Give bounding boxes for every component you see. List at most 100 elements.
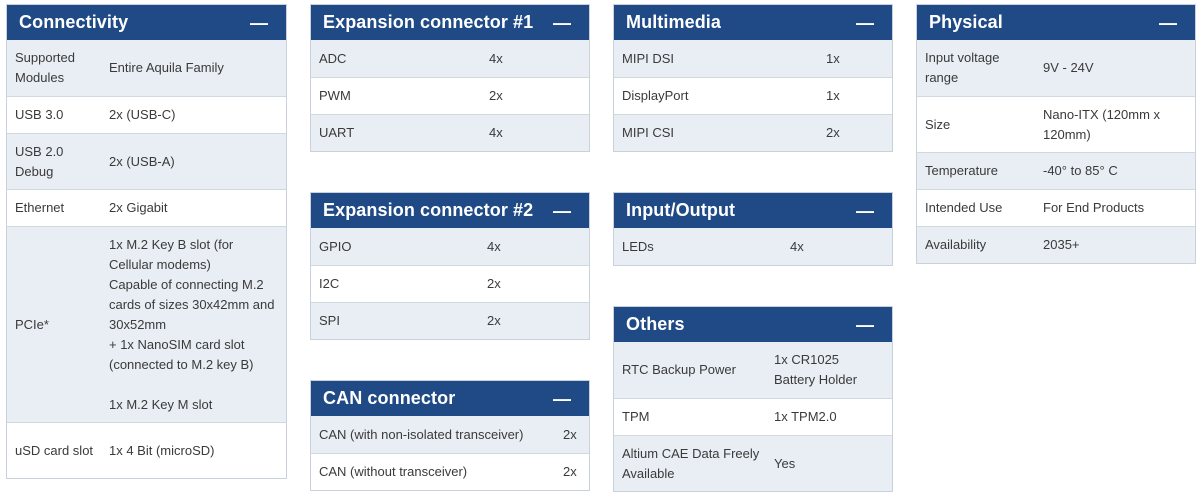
others-header[interactable]: Others —: [614, 307, 892, 342]
spec-row: Input voltage range 9V - 24V: [917, 40, 1195, 96]
spec-row: I2C 2x: [311, 265, 589, 302]
spec-label: Availability: [925, 237, 987, 252]
spec-value: Nano-ITX (120mm x 120mm): [1043, 106, 1161, 142]
spec-label: Input voltage range: [925, 50, 1000, 85]
multimedia-header[interactable]: Multimedia —: [614, 5, 892, 40]
spec-row: Temperature -40° to 85° C: [917, 152, 1195, 189]
spec-label: Supported Modules: [15, 50, 75, 85]
spec-label: CAN (without transceiver): [319, 464, 468, 479]
card-title: Expansion connector #1: [323, 12, 534, 32]
spec-value: 1x: [826, 88, 840, 103]
spec-label: uSD card slot: [15, 442, 94, 458]
spec-value: 2x: [563, 464, 577, 479]
spec-row: CAN (without transceiver) 2x: [311, 453, 589, 490]
spec-row: LEDs 4x: [614, 228, 892, 265]
spec-row: ADC 4x: [311, 40, 589, 77]
spec-value: Entire Aquila Family: [109, 60, 224, 75]
collapse-icon[interactable]: —: [1159, 12, 1177, 33]
spec-value: 1x TPM2.0: [774, 409, 837, 424]
spec-row: USB 2.0 Debug 2x (USB-A): [7, 133, 286, 189]
spec-value: 9V - 24V: [1043, 60, 1094, 75]
spec-label: TPM: [622, 409, 650, 424]
spec-row: MIPI DSI 1x: [614, 40, 892, 77]
collapse-icon[interactable]: —: [553, 12, 571, 33]
card-title: CAN connector: [323, 388, 456, 408]
spec-row: PCIe*1x M.2 Key B slot (for Cellular mod…: [7, 226, 286, 422]
card-title: Expansion connector #2: [323, 200, 534, 220]
collapse-icon[interactable]: —: [250, 12, 268, 33]
spec-label: UART: [319, 125, 355, 140]
spec-label: Altium CAE Data Freely Available: [622, 445, 760, 481]
spec-label: Temperature: [925, 163, 998, 178]
expansion-connector-2-header[interactable]: Expansion connector #2 —: [311, 193, 589, 228]
can-connector-header[interactable]: CAN connector —: [311, 381, 589, 416]
spec-row: Ethernet 2x Gigabit: [7, 189, 286, 226]
spec-value: 2x: [487, 276, 501, 291]
spec-value: Yes: [774, 455, 796, 471]
physical-card: Physical — Input voltage range 9V - 24V Size…: [916, 4, 1196, 264]
spec-label: USB 2.0 Debug: [15, 143, 64, 179]
spec-value: 2x Gigabit: [109, 200, 168, 215]
spec-label: MIPI DSI: [622, 50, 675, 66]
spec-label: Ethernet: [15, 200, 65, 215]
spec-label: Intended Use: [925, 200, 1003, 215]
connectivity-header[interactable]: Connectivity —: [7, 5, 286, 40]
spec-row: Supported Modules Entire Aquila Family: [7, 40, 286, 96]
input-output-card: Input/Output — LEDs 4x: [613, 192, 893, 266]
spec-label: ADC: [319, 50, 347, 66]
spec-label: DisplayPort: [622, 88, 689, 103]
card-title: Physical: [929, 12, 1003, 32]
spec-value: 2x: [487, 313, 501, 328]
spec-row: PWM 2x: [311, 77, 589, 114]
spec-row: Intended Use For End Products: [917, 189, 1195, 226]
spec-value: 4x: [489, 50, 503, 66]
connectivity-card: Connectivity — Supported Modules Entire Aqu…: [6, 4, 287, 479]
spec-value: For End Products: [1043, 200, 1145, 215]
can-connector-card: CAN connector — CAN (with non-isolated tra…: [310, 380, 590, 491]
spec-label: PWM: [319, 88, 351, 103]
spec-value: 4x: [487, 238, 501, 254]
collapse-icon[interactable]: —: [856, 314, 874, 335]
spec-value: 2x (USB-A): [109, 153, 175, 169]
card-title: Multimedia: [626, 12, 722, 32]
card-title: Input/Output: [626, 200, 736, 220]
spec-row: DisplayPort 1x: [614, 77, 892, 114]
spec-value: 4x: [790, 238, 804, 254]
physical-header[interactable]: Physical —: [917, 5, 1195, 40]
spec-label: CAN (with non-isolated transceiver): [319, 426, 524, 442]
collapse-icon[interactable]: —: [553, 200, 571, 221]
expansion-connector-1-header[interactable]: Expansion connector #1 —: [311, 5, 589, 40]
spec-value: 1x: [826, 50, 840, 66]
collapse-icon[interactable]: —: [856, 200, 874, 221]
card-title: Others: [626, 314, 685, 334]
spec-value: 2x (USB-C): [109, 107, 176, 122]
spec-label: Size: [925, 116, 951, 132]
spec-value: 2x: [489, 88, 503, 103]
spec-value: 2035+: [1043, 237, 1080, 252]
spec-label: GPIO: [319, 238, 352, 254]
spec-row: GPIO 4x: [311, 228, 589, 265]
spec-value: 2x: [826, 125, 840, 140]
spec-row: TPM 1x TPM2.0: [614, 398, 892, 435]
collapse-icon[interactable]: —: [856, 12, 874, 33]
spec-value: -40° to 85° C: [1043, 163, 1118, 178]
spec-label: LEDs: [622, 238, 654, 254]
spec-value: 1x M.2 Key B slot (for Cellular modems) …: [109, 236, 275, 412]
collapse-icon[interactable]: —: [553, 388, 571, 409]
spec-row: Availability 2035+: [917, 226, 1195, 263]
spec-value: 1x CR1025 Battery Holder: [774, 352, 858, 387]
card-title: Connectivity: [19, 12, 129, 32]
spec-label: SPI: [319, 313, 340, 328]
spec-label: I2C: [319, 276, 340, 291]
input-output-header[interactable]: Input/Output —: [614, 193, 892, 228]
spec-row: Size Nano-ITX (120mm x 120mm): [917, 96, 1195, 152]
